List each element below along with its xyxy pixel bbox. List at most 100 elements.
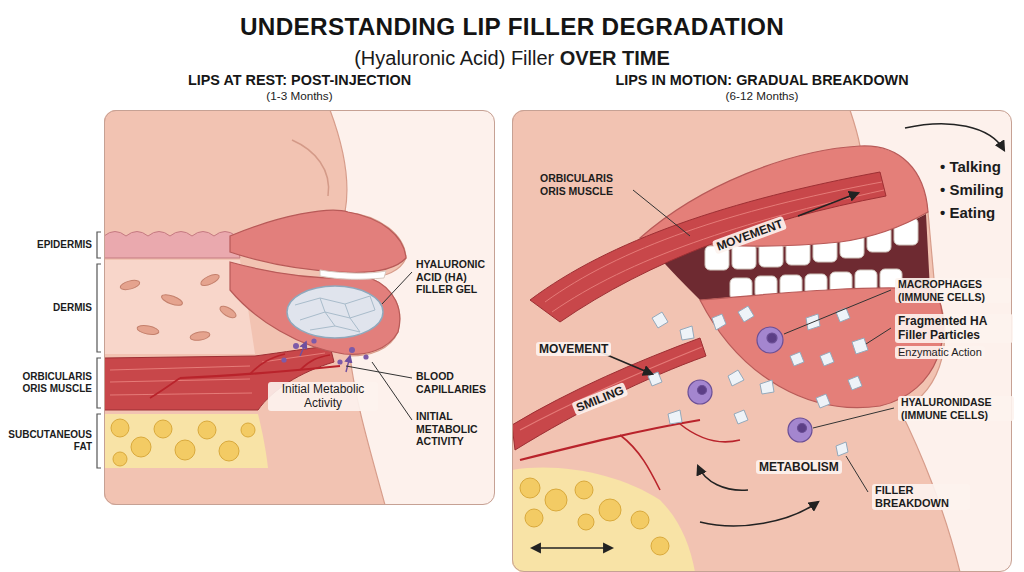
layer-label: ORBICULARIS ORIS MUSCLE [4,371,92,395]
callout-label: HYALURONIDASE (IMMUNE CELLS) [898,396,1014,421]
callout-label: ORBICULARIS ORIS MUSCLE [540,172,632,197]
metabolic-dots [293,343,299,349]
panel-heading: LIPS IN MOTION: GRADUAL BREAKDOWN [453,72,1024,89]
fat-layer [520,478,540,498]
upper-teeth [732,244,756,269]
layer-brackets [97,264,101,352]
macrophage-cells [688,327,812,442]
motion-arrows [532,547,612,549]
skin-layers [218,304,238,320]
subtitle-text: (Hyaluronic Acid) Filler [354,47,554,69]
callout-note: Enzymatic Action [895,346,985,359]
skin-layers [104,414,268,468]
layer-label: DERMIS [4,302,92,314]
layer-brackets [97,358,101,408]
filler-particles [668,410,682,424]
skin-layers [160,292,183,307]
fat-layer [599,499,621,521]
metabolic-dots [363,354,368,359]
panel-subheading: (6-12 Months) [453,89,1024,104]
filler-particles [760,380,774,394]
fat-layer [578,514,594,530]
leader-lines [382,272,412,304]
filler-particles [852,338,868,354]
leader-lines [866,328,891,344]
metabolic-dots [311,338,316,343]
diagram-title: UNDERSTANDING LIP FILLER DEGRADATION [0,12,1024,41]
blood-capillaries [520,420,740,490]
filler-gel [295,296,375,332]
rest-illustration [104,110,495,505]
subtitle-text: OVER TIME [560,47,670,69]
muscle-fiber [545,182,884,312]
leader-lines [633,190,690,236]
skin-layers [111,419,129,437]
filler-particles [648,306,868,456]
leader-lines [633,190,894,492]
skin-layers [136,324,159,336]
nose-line [292,140,329,196]
motion-arrows [798,193,858,216]
orbicularis-muscle [530,172,886,322]
lower-muscle [512,338,706,450]
metabolic-dots [281,357,286,362]
motion-arrows [905,124,1004,150]
macrophage-cells [757,327,783,353]
skin-layers [104,232,240,259]
annotation-text: Initial Metabolic Activity [268,382,378,411]
subtitle-line: (Hyaluronic Acid) Filler OVER TIME [0,46,1024,70]
leader-lines [784,290,891,334]
filler-particles [728,370,744,386]
callout-label: HYALURONIC ACID (HA) FILLER GEL [416,258,494,296]
macrophage-cells [798,424,807,433]
panel-heading-group: LIPS IN MOTION: GRADUAL BREAKDOWN(6-12 M… [453,72,1024,104]
skin-layers [154,420,172,438]
muscle-fiber [520,347,702,430]
leader-lines [813,408,894,428]
skin-layers [241,423,255,437]
callout-label: FILLER BREAKDOWN [872,484,970,510]
filler-particles [738,306,754,322]
metabolic-dots [300,342,306,356]
skin-layers [175,440,195,460]
skin-layers [113,452,127,466]
blood-capillaries [180,366,340,378]
bullet-item: • Smiling [940,181,1004,199]
panel-heading-group: LIPS AT REST: POST-INJECTION(1-3 Months) [45,72,554,104]
fat-layer [525,509,543,527]
callout-label: MACROPHAGES (IMMUNE CELLS) [895,278,1011,303]
filler-gel [287,286,383,338]
blood-capillaries [620,424,740,490]
filler-particles [712,314,726,330]
metabolic-dots [349,347,355,353]
filler-particles [652,312,668,328]
layer-label: SUBCUTANEOUS FAT [4,429,92,453]
upper-lip [230,210,406,272]
filler-particles [848,376,862,390]
fat-layer [631,511,649,529]
fat-layer [545,489,567,511]
fat-layer [575,481,593,499]
motion-arrows [700,502,818,526]
leader-lines [372,362,412,420]
motion-illustration [512,110,1012,572]
leader-lines [846,456,868,492]
layer-brackets [97,232,101,258]
motion-arrows [698,466,748,490]
bullet-item: • Eating [940,204,995,222]
skin-layers [189,330,210,341]
panel-ground [512,110,1012,572]
macrophage-cells [698,386,707,395]
skin-layers [198,421,216,439]
filler-particles [734,410,748,424]
filler-gel [287,286,383,338]
filler-particles [836,442,848,456]
motion-label: MOVEMENT [536,342,611,356]
process-label: METABOLISM [756,460,842,474]
layer-brackets [97,414,101,468]
fat-layer [512,468,695,572]
callout-label: BLOOD CAPILLARIES [416,370,494,395]
filler-particles [680,326,694,340]
skin-layers [131,437,151,457]
